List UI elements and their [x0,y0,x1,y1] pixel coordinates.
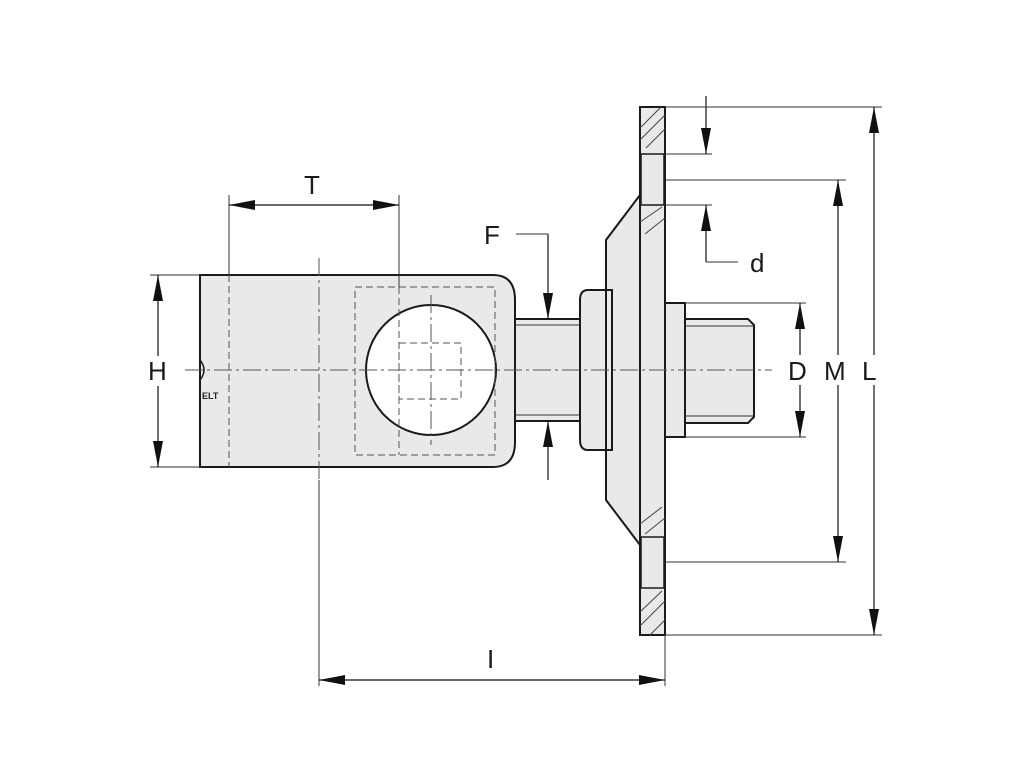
label-small-d: d [750,248,764,278]
hatch-bottom [639,506,666,636]
label-l: L [862,356,876,386]
label-t: T [304,170,320,200]
rear-stud-d [684,318,755,424]
hidden-bore-outline [354,286,496,456]
dimension-small-d: d [665,96,764,278]
dimension-i: I [318,480,666,686]
label-f: F [484,220,500,250]
dimension-f: F [484,220,553,480]
dimension-m: M [665,179,856,563]
plate-hole-bottom [640,536,665,589]
hatch-top [639,106,666,235]
label-m: M [824,356,846,386]
manufacturer-stamp: ELT [202,391,219,401]
label-h: H [148,356,167,386]
dimension-t: T [228,170,400,287]
hidden-square-outline [398,342,462,400]
plate-hole-top [640,153,665,206]
label-d: D [788,356,807,386]
dimension-l: L [665,106,888,636]
dimension-h: H [140,274,200,468]
weld-mark [199,359,205,381]
label-i: I [487,644,494,674]
dimension-d: D [685,302,816,438]
